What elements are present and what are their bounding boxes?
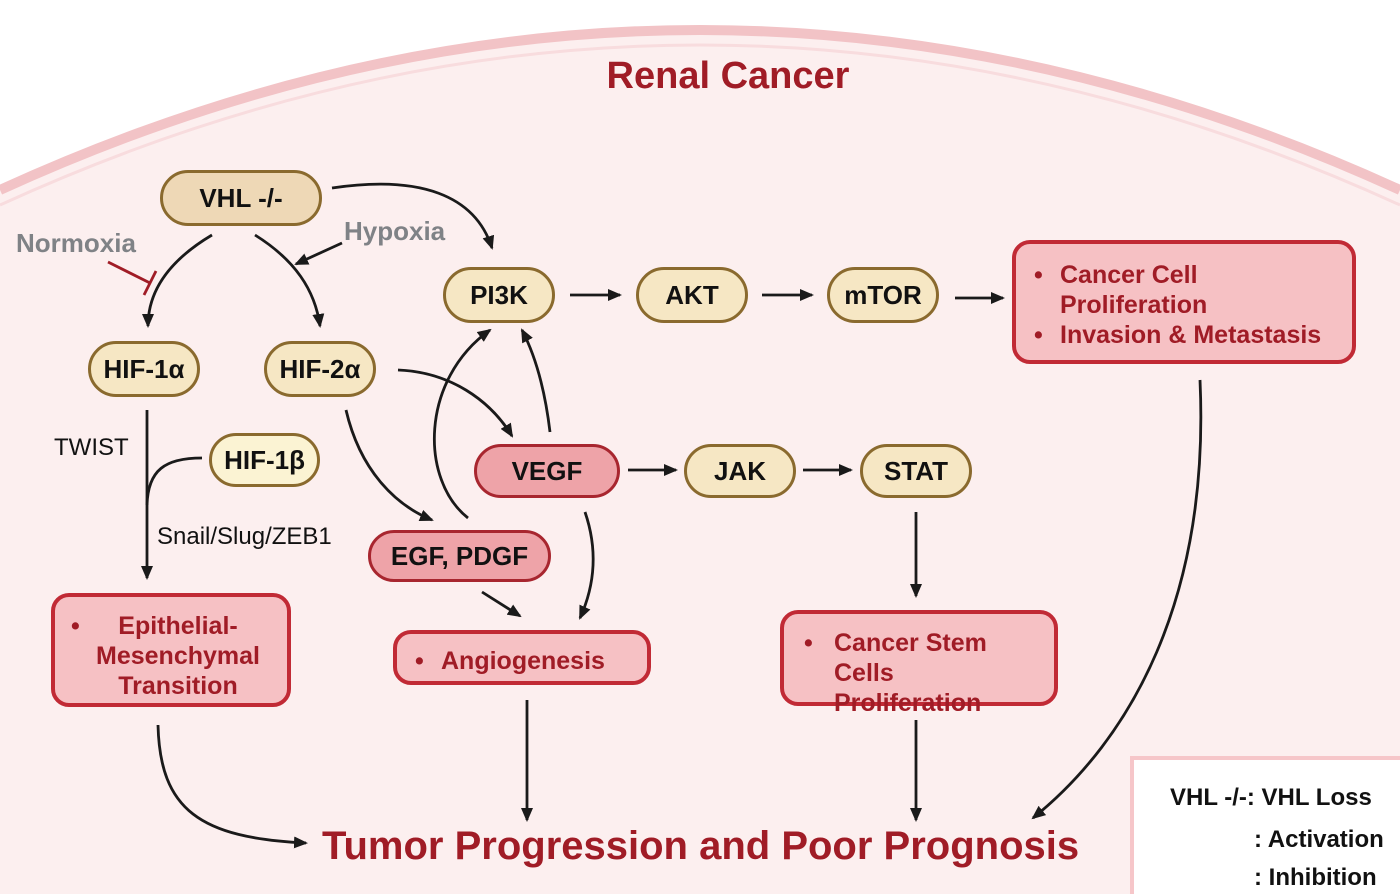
node-akt: AKT [636, 267, 748, 323]
label-normoxia: Normoxia [16, 228, 136, 258]
legend-activation: : Activation [1254, 826, 1384, 853]
legend-inhibition: : Inhibition [1254, 864, 1377, 891]
node-pi3k: PI3K [443, 267, 555, 323]
arrow-hif2a-vegf [397, 368, 514, 438]
node-egf-pdgf: EGF, PDGF [368, 530, 551, 582]
box-cancer-cell-proliferation: Cancer Cell Proliferation Invasion & Met… [1012, 240, 1356, 364]
arrow-hypoxia [294, 241, 343, 266]
label-snail-slug-zeb1: Snail/Slug/ZEB1 [157, 523, 332, 550]
box-angiogenesis: Angiogenesis [393, 630, 651, 685]
bullet-invasion: Invasion & Metastasis [1030, 320, 1340, 350]
node-mtor: mTOR [827, 267, 939, 323]
node-vhl: VHL -/- [160, 170, 322, 226]
arrow-emt-outcome [156, 724, 308, 849]
label-hypoxia: Hypoxia [344, 216, 446, 246]
arrow-vhl-pi3k [331, 182, 495, 250]
arrow-egf-angio [481, 590, 522, 618]
bullet-proliferation: Cancer Cell Proliferation [1030, 260, 1340, 320]
box-cancer-stem-cells: Cancer Stem Cells Proliferation [780, 610, 1058, 717]
line-hif1b-join [145, 456, 203, 506]
label-twist: TWIST [54, 434, 129, 461]
cell-membrane-outline [0, 25, 1400, 195]
node-hif1a: HIF-1α [88, 341, 200, 397]
node-hif2a: HIF-2α [264, 341, 376, 397]
arrow-vegf-angio [578, 511, 595, 620]
outcome-text: Tumor Progression and Poor Prognosis [322, 824, 1080, 868]
bullet-emt: Epithelial-Mesenchymal Transition [67, 611, 277, 701]
arrow-egf-pi3k [433, 328, 492, 520]
diagram-title: Renal Cancer [606, 55, 850, 97]
legend: VHL -/-: VHL Loss : Activation : Inhibit… [1130, 756, 1400, 894]
arrow-vhl-hif1a [142, 233, 213, 328]
node-vegf: VEGF [474, 444, 620, 498]
node-stat: STAT [860, 444, 972, 498]
arrow-vhl-hif2a [254, 233, 325, 328]
arrow-hif2a-egf [344, 409, 434, 522]
node-hif1b: HIF-1β [209, 433, 320, 487]
legend-vhl-definition: VHL -/-: VHL Loss [1170, 784, 1372, 811]
bullet-stem: Cancer Stem Cells Proliferation [800, 628, 1044, 718]
inhibit-normoxia [107, 260, 151, 285]
bullet-angiogenesis: Angiogenesis [411, 646, 637, 676]
node-jak: JAK [684, 444, 796, 498]
arrow-vegf-pi3k [520, 328, 552, 433]
arrow-proliferation-outcome [1031, 379, 1203, 820]
box-emt: Epithelial-Mesenchymal Transition [51, 593, 291, 707]
